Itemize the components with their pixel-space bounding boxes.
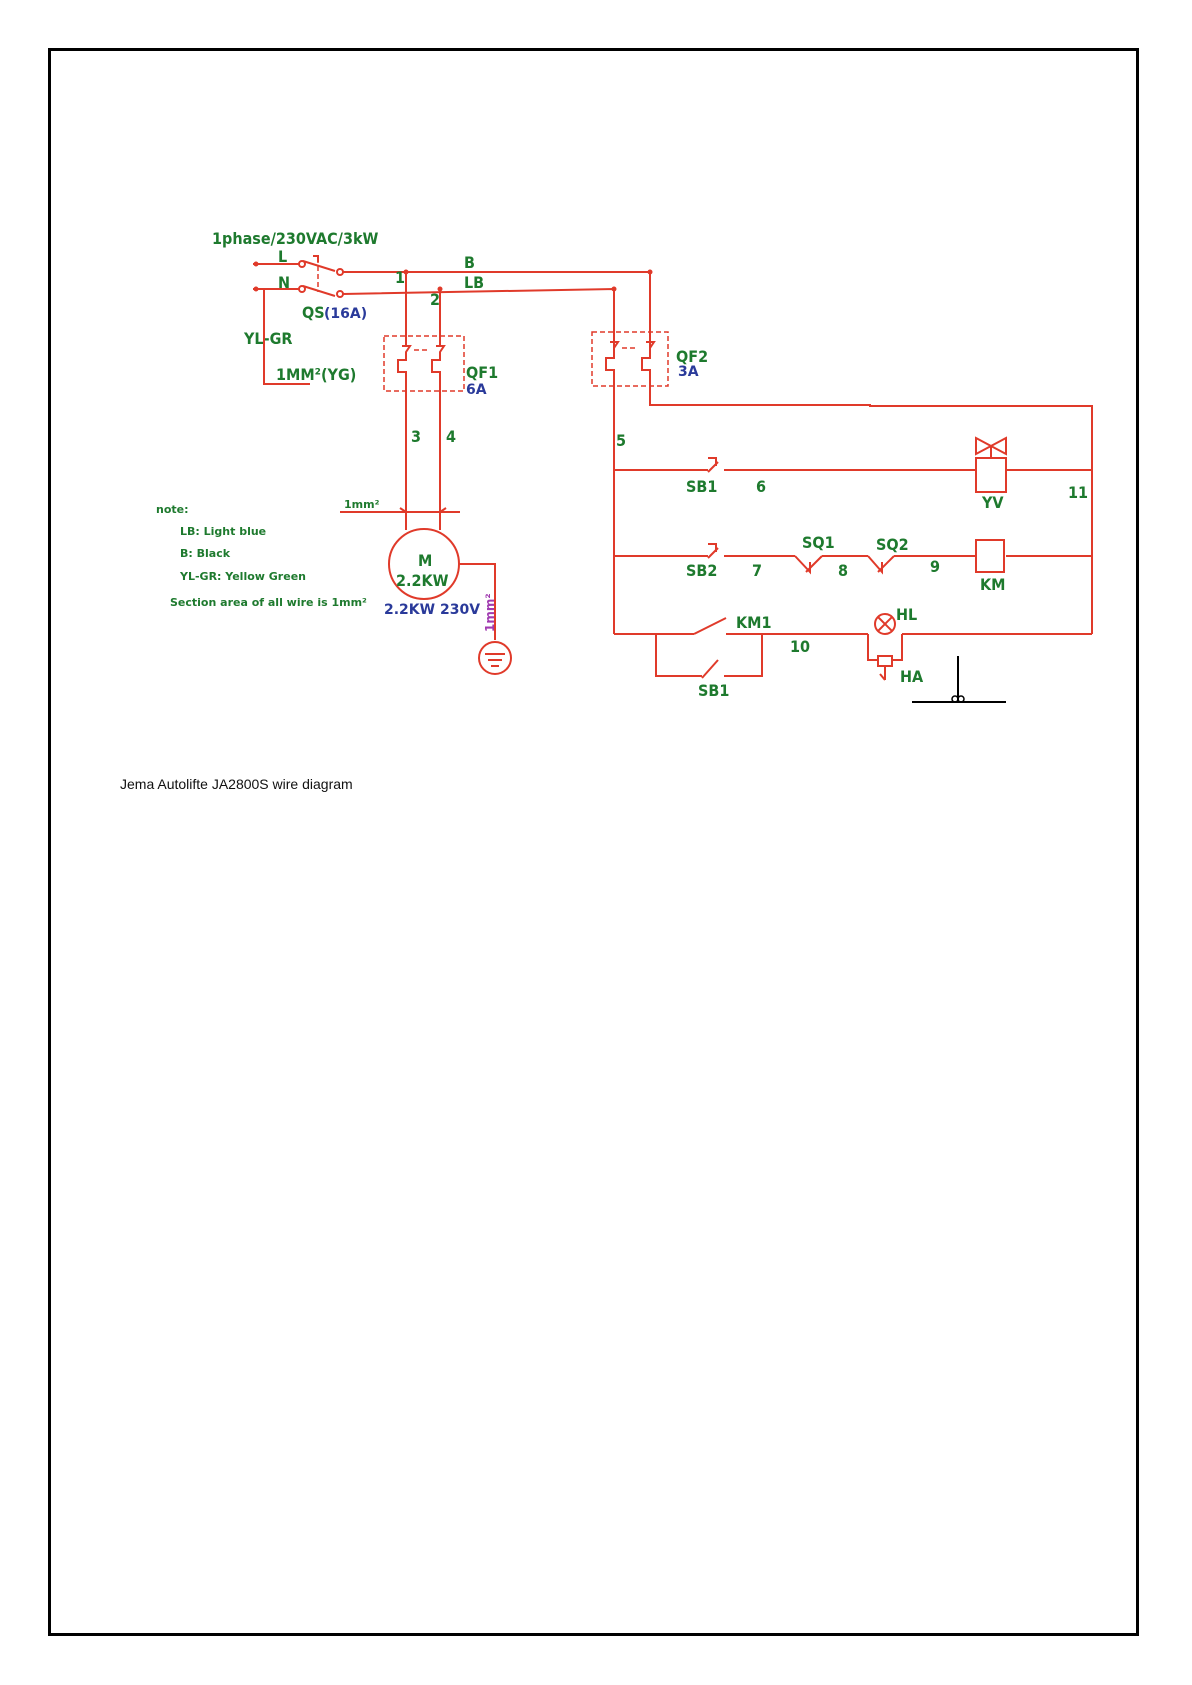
wire-b-label: B [464,253,475,272]
ha-label: HA [900,667,924,686]
sb2-label: SB2 [686,561,717,580]
note-line-1: LB: Light blue [180,525,266,538]
supply-l-label: L [278,247,287,266]
wire-6-label: 6 [756,477,766,496]
yv-valve-symbol [976,438,1006,492]
wire-7-label: 7 [752,561,762,580]
motor-rating: 2.2KW 230V [384,602,480,618]
wire-10-label: 10 [790,637,810,656]
sb1-bottom-label: SB1 [698,681,729,700]
qs-rating: (16A) [324,306,367,322]
supply-title: 1phase/230VAC/3kW [212,229,379,248]
wire-5-label: 5 [616,431,626,450]
wire-11-label: 11 [1068,483,1088,502]
rung-3-wiring [614,618,1092,678]
wire-lb-label: LB [464,273,484,292]
supply-terminals [253,262,300,292]
km-coil-symbol [976,540,1004,572]
motor-name: M [418,551,432,570]
note-line-4: Section area of all wire is 1mm² [170,596,367,609]
wire-4-label: 4 [446,427,456,446]
rung-1-wiring [614,458,1092,472]
km1-label: KM1 [736,613,772,632]
notes-title: note: [156,503,189,516]
diagram-caption: Jema Autolifte JA2800S wire diagram [120,776,353,792]
sq2-label: SQ2 [876,535,909,554]
note-line-3: YL-GR: Yellow Green [179,570,306,583]
sb1-label: SB1 [686,477,717,496]
wire-8-label: 8 [838,561,848,580]
wire-2-label: 2 [430,290,440,309]
qf1-breaker-symbol [384,336,464,392]
ground-label: YL-GR [243,329,292,348]
wire-1-label: 1 [395,268,405,287]
ground-section: 1MM²(YG) [276,365,356,384]
qf2-rating: 3A [678,364,699,380]
qf1-rating: 6A [466,382,487,398]
motor-wire-section: 1mm² [344,498,380,511]
hl-label: HL [896,605,917,624]
km-label: KM [980,575,1005,594]
sq1-label: SQ1 [802,533,835,552]
qs-label: QS [302,303,325,322]
qf2-breaker-symbol [592,332,1092,634]
ha-buzzer-symbol [878,656,892,680]
yv-label: YV [981,493,1004,512]
motor-power: 2.2KW [396,571,449,590]
motor-ground-section: 1mm² [483,593,497,632]
supply-n-label: N [278,273,290,292]
qs-switch-symbol [299,256,343,297]
wire-9-label: 9 [930,557,940,576]
earth-symbol [912,656,1006,702]
wire-3-label: 3 [411,427,421,446]
qf1-label: QF1 [466,363,498,382]
main-bus-wires [343,270,653,349]
note-line-2: B: Black [180,547,231,560]
